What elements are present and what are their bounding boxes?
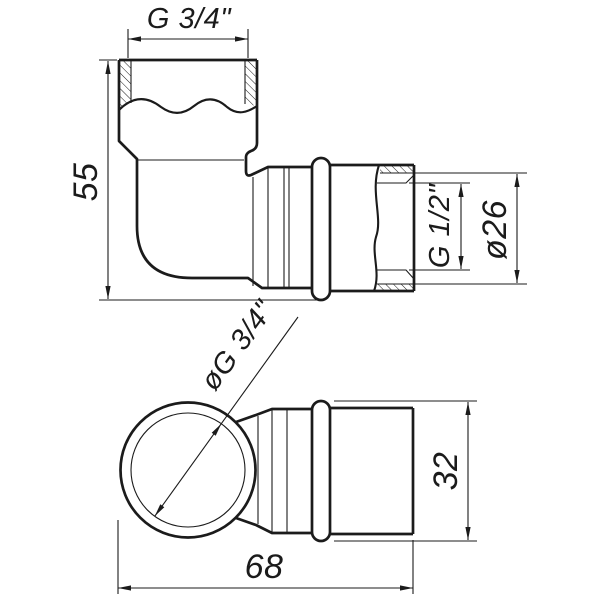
dim-length-label: 68 bbox=[245, 548, 284, 586]
dim-body-diameter: 32 bbox=[334, 400, 477, 542]
dim-arrow bbox=[105, 61, 111, 74]
dim-height: 55 bbox=[67, 59, 322, 301]
dim-arrow bbox=[154, 504, 165, 517]
thread-hatch-right bbox=[245, 60, 257, 106]
dim-arrow bbox=[400, 585, 413, 591]
bore-line-bottom bbox=[376, 269, 415, 280]
socket-thread-circle bbox=[130, 412, 246, 528]
dim-arrow bbox=[105, 286, 111, 299]
dim-arrow bbox=[514, 270, 520, 283]
dim-arrow bbox=[465, 402, 471, 415]
dim-arrow bbox=[458, 184, 464, 197]
section-break-line bbox=[373, 164, 380, 292]
elbow-left-outline bbox=[117, 60, 312, 290]
dim-outer-diameter-label: ø26 bbox=[476, 200, 514, 260]
thread-wavy-line bbox=[118, 98, 258, 114]
dim-arrow bbox=[514, 174, 520, 187]
dim-arrow bbox=[235, 36, 248, 42]
dim-outer-diameter: ø26 bbox=[377, 172, 527, 285]
dim-thread-top: G 3/4" bbox=[127, 3, 249, 58]
dim-arrow bbox=[128, 36, 141, 42]
thread-hatch-left bbox=[119, 60, 131, 108]
socket-outer-circle bbox=[119, 401, 257, 539]
dim-length: 68 bbox=[117, 520, 414, 594]
dim-body-diameter-label: 32 bbox=[427, 452, 465, 491]
dim-arrow bbox=[211, 423, 222, 436]
dim-arrow bbox=[465, 527, 471, 540]
collar-bottom-outline bbox=[235, 516, 312, 535]
leader-line bbox=[154, 316, 299, 517]
dim-height-label: 55 bbox=[67, 163, 105, 202]
elbow-right-outline bbox=[244, 60, 312, 177]
dim-arrow bbox=[458, 256, 464, 269]
dim-thread-top-label: G 3/4" bbox=[147, 3, 232, 35]
dim-thread-right-label: G 1/2" bbox=[424, 183, 456, 268]
thread-hatch-end-top bbox=[380, 165, 414, 173]
collar-top-outline bbox=[235, 407, 312, 424]
dim-thread-right: G 1/2" bbox=[409, 182, 470, 271]
press-ring bbox=[310, 399, 332, 543]
bore-line-top bbox=[377, 174, 415, 184]
thread-hatch-end-bottom bbox=[377, 284, 414, 291]
dim-arrow bbox=[118, 585, 131, 591]
front-view bbox=[119, 399, 415, 543]
